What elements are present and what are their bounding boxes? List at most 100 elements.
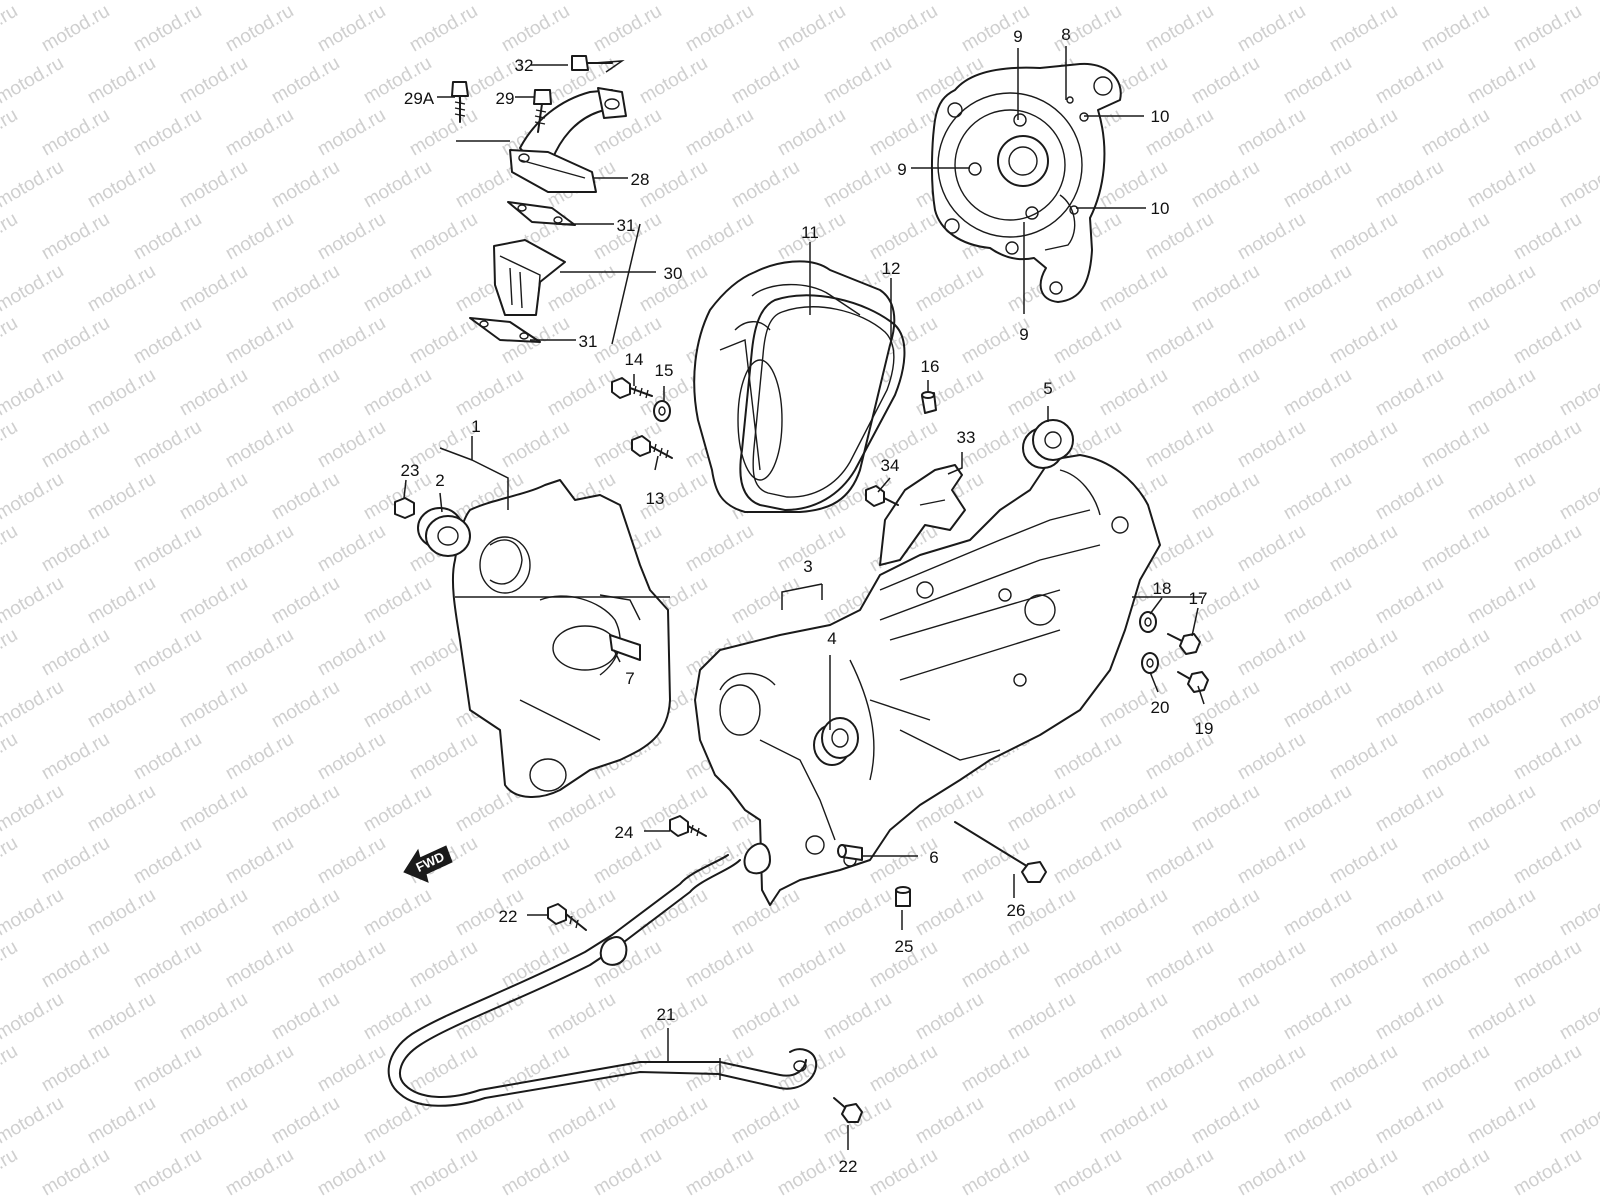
watermark-text: motod.ru — [1418, 1041, 1493, 1097]
watermark-text: motod.ru — [1234, 313, 1309, 369]
bushing-4 — [813, 717, 859, 766]
callout-13: 13 — [646, 489, 665, 508]
watermark-text: motod.ru — [1556, 261, 1600, 317]
watermark-text: motod.ru — [1280, 469, 1355, 525]
washer-20 — [1141, 652, 1159, 674]
watermark-text: motod.ru — [130, 209, 205, 265]
watermark-text: motod.ru — [1280, 53, 1355, 109]
watermark-text: motod.ru — [1280, 989, 1355, 1045]
watermark-text: motod.ru — [1372, 0, 1447, 4]
watermark-text: motod.ru — [728, 1093, 803, 1149]
watermark-text: motod.ru — [728, 573, 803, 629]
watermark-text: motod.ru — [38, 1041, 113, 1097]
watermark-text: motod.ru — [1510, 521, 1585, 577]
watermark-text: motod.ru — [0, 469, 67, 525]
watermark-text: motod.ru — [84, 989, 159, 1045]
watermark-text: motod.ru — [1280, 0, 1355, 4]
watermark-text: motod.ru — [866, 417, 941, 473]
watermark-text: motod.ru — [130, 417, 205, 473]
watermark-text: motod.ru — [682, 105, 757, 161]
bolt-24 — [669, 815, 707, 837]
watermark-text: motod.ru — [314, 313, 389, 369]
watermark-text: motod.ru — [406, 209, 481, 265]
watermark-text: motod.ru — [1188, 885, 1263, 941]
watermark-text: motod.ru — [682, 1145, 757, 1200]
bolt-19 — [1177, 671, 1209, 693]
watermark-text: motod.ru — [1418, 521, 1493, 577]
watermark-text: motod.ru — [1556, 989, 1600, 1045]
watermark-text: motod.ru — [1510, 1145, 1585, 1200]
bolt-29a — [451, 81, 469, 123]
watermark-text: motod.ru — [1050, 313, 1125, 369]
watermark-text: motod.ru — [38, 937, 113, 993]
watermark-text: motod.ru — [544, 365, 619, 421]
watermark-text: motod.ru — [176, 261, 251, 317]
watermark-text: motod.ru — [1418, 313, 1493, 369]
watermark-text: motod.ru — [1280, 573, 1355, 629]
watermark-text: motod.ru — [498, 1145, 573, 1200]
watermark-text: motod.ru — [0, 417, 21, 473]
watermark-text: motod.ru — [1372, 1093, 1447, 1149]
callout-29a: 29A — [404, 89, 435, 108]
watermark-text: motod.ru — [1280, 157, 1355, 213]
watermark-text: motod.ru — [774, 105, 849, 161]
callout-14: 14 — [625, 350, 644, 369]
bolt-14 — [611, 377, 653, 399]
watermark-text: motod.ru — [0, 261, 67, 317]
watermark-text: motod.ru — [314, 833, 389, 889]
watermark-text: motod.ru — [1234, 1145, 1309, 1200]
watermark-text: motod.ru — [1326, 1145, 1401, 1200]
watermark-text: motod.ru — [314, 729, 389, 785]
watermark-text: motod.ru — [1556, 469, 1600, 525]
watermark-text: motod.ru — [590, 105, 665, 161]
watermark-text: motod.ru — [1464, 0, 1539, 4]
watermark-text: motod.ru — [728, 53, 803, 109]
watermark-text: motod.ru — [820, 885, 895, 941]
watermark-text: motod.ru — [1096, 989, 1171, 1045]
watermark-text: motod.ru — [1326, 105, 1401, 161]
watermark-text: motod.ru — [1510, 417, 1585, 473]
watermark-text: motod.ru — [1510, 937, 1585, 993]
watermark-text: motod.ru — [1050, 937, 1125, 993]
bolt-13 — [631, 435, 673, 459]
watermark-text: motod.ru — [912, 0, 987, 4]
watermark-text: motod.ru — [222, 521, 297, 577]
watermark-text: motod.ru — [544, 989, 619, 1045]
watermark-text: motod.ru — [1464, 53, 1539, 109]
watermark-text: motod.ru — [130, 937, 205, 993]
watermark-text: motod.ru — [38, 729, 113, 785]
callout-24: 24 — [615, 823, 634, 842]
watermark-text: motod.ru — [268, 573, 343, 629]
watermark-text: motod.ru — [176, 0, 251, 4]
watermark-text: motod.ru — [38, 521, 113, 577]
callout-28: 28 — [631, 170, 650, 189]
watermark-text: motod.ru — [866, 105, 941, 161]
callout-26: 26 — [1007, 901, 1026, 920]
watermark-text: motod.ru — [268, 885, 343, 941]
watermark-text: motod.ru — [1234, 1, 1309, 57]
washer-15 — [653, 400, 671, 422]
watermark-text: motod.ru — [130, 105, 205, 161]
watermark-text: motod.ru — [1510, 1, 1585, 57]
watermark-text: motod.ru — [84, 469, 159, 525]
watermark-text: motod.ru — [268, 365, 343, 421]
watermark-text: motod.ru — [0, 157, 67, 213]
watermark-text: motod.ru — [176, 157, 251, 213]
callout-20: 20 — [1151, 698, 1170, 717]
watermark-text: motod.ru — [84, 1093, 159, 1149]
watermark-text: motod.ru — [222, 105, 297, 161]
watermark-text: motod.ru — [1280, 365, 1355, 421]
watermark-text: motod.ru — [912, 261, 987, 317]
watermark-text: motod.ru — [1326, 1041, 1401, 1097]
watermark-text: motod.ru — [1510, 1041, 1585, 1097]
watermark-text: motod.ru — [1096, 781, 1171, 837]
watermark-text: motod.ru — [84, 781, 159, 837]
watermark-text: motod.ru — [1556, 781, 1600, 837]
watermark-text: motod.ru — [222, 1041, 297, 1097]
watermark-text: motod.ru — [176, 989, 251, 1045]
watermark-text: motod.ru — [1096, 261, 1171, 317]
watermark-text: motod.ru — [130, 1041, 205, 1097]
watermark-text: motod.ru — [314, 417, 389, 473]
watermark-text: motod.ru — [1326, 937, 1401, 993]
